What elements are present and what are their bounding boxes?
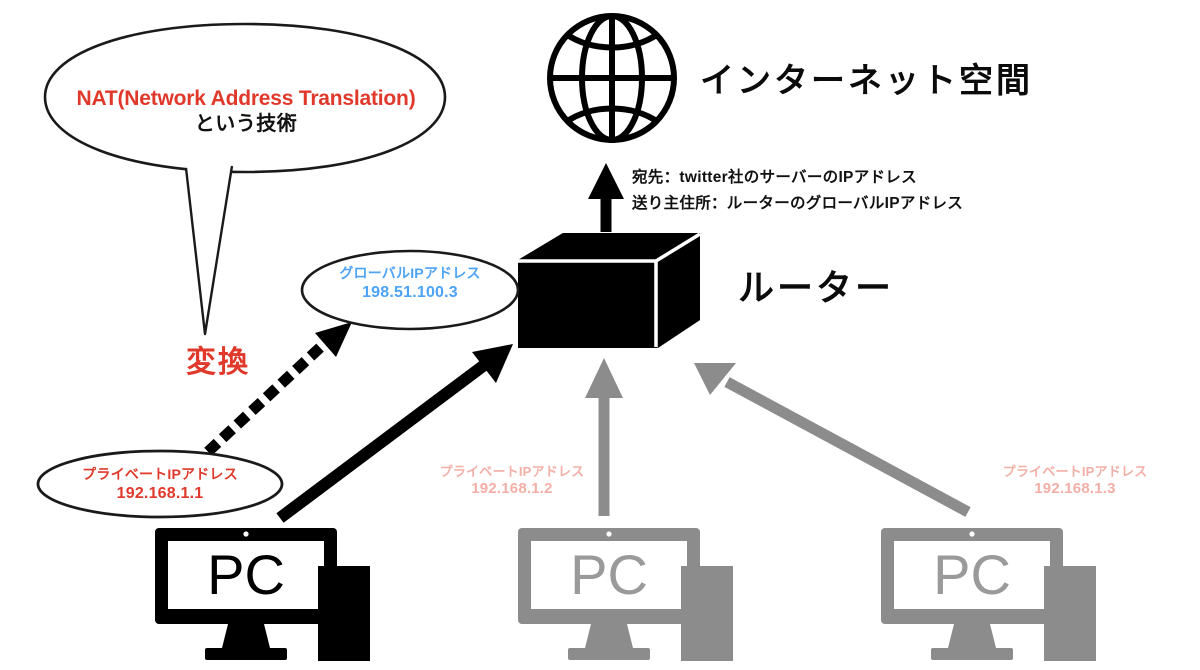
private-ip-label-pc3: プライベートIPアドレス [1002,464,1148,479]
pc-screen-label-pc1: PC [207,543,285,606]
connector-pc1-to-router [276,344,513,523]
private-ip-value-pc3: 192.168.1.3 [1034,480,1116,498]
pc-icon-pc3 [881,528,1096,661]
connector-pc3-to-router [694,363,971,517]
nat-callout-line2: という技術 [194,113,298,136]
global-ip-ellipse [300,249,520,331]
packet-note-line1: 宛先：twitter社のサーバーのIPアドレス [632,169,917,186]
global-ip-label: グローバルIPアドレス [339,265,481,281]
connector-private-to-global-translation [204,322,352,456]
nat-callout-text: NAT(Network Address Translation) という技術 [36,86,456,137]
global-ip-text: グローバルIPアドレス 198.51.100.3 [310,265,510,303]
private-ip-ellipse-pc1 [36,449,284,519]
global-ip-value: 198.51.100.3 [362,283,458,301]
nat-callout-bubble [43,22,447,336]
globe-icon [547,13,677,143]
router-label: ルーター [738,267,895,308]
nat-callout-line1: NAT(Network Address Translation) [76,87,416,110]
private-ip-label-pc2: プライベートIPアドレス [439,464,585,479]
private-ip-value-pc2: 192.168.1.2 [471,480,553,498]
pc-screen-label-pc2: PC [570,543,648,606]
packet-note-line2: 送り主住所：ルーターのグローバルIPアドレス [632,195,964,213]
convert-label: 変換 [186,346,250,379]
private-ip-text-pc2: プライベートIPアドレス 192.168.1.2 [412,464,612,499]
internet-label: インターネット空間 [700,62,1033,100]
pc-icon-pc2 [518,528,733,661]
connector-pc2-to-router [585,358,623,516]
connector-router-to-internet [588,163,624,232]
private-ip-label-pc1: プライベートIPアドレス [82,466,238,482]
private-ip-value-pc1: 192.168.1.1 [116,484,204,502]
private-ip-text-pc1: プライベートIPアドレス 192.168.1.1 [55,466,265,504]
pc-screen-label-pc3: PC [933,543,1011,606]
router-box-icon [518,232,701,348]
packet-note: 宛先：twitter社のサーバーのIPアドレス 送り主住所：ルーターのグローバル… [632,168,963,214]
pc-icon-pc1 [155,528,370,661]
private-ip-text-pc3: プライベートIPアドレス 192.168.1.3 [975,464,1175,499]
